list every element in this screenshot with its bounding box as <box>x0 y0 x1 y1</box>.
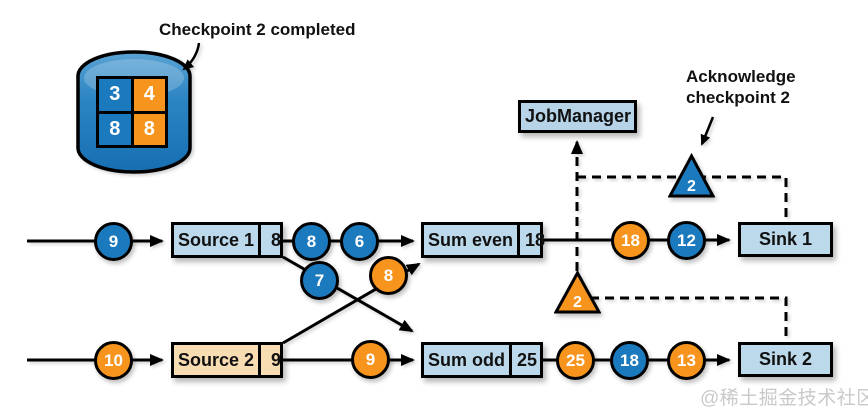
sum-even-box: Sum even 18 <box>421 222 545 258</box>
barrier-triangle-in-flight: 2 <box>554 270 601 315</box>
checkpoint-state-grid: 3 4 8 8 <box>96 76 168 148</box>
source2-label: Source 2 <box>178 349 255 370</box>
record-circle: 8 <box>369 256 408 295</box>
watermark-text: @稀土掘金技术社区 <box>700 388 868 409</box>
triangle-icon <box>668 152 715 198</box>
sum-odd-label: Sum odd <box>428 349 505 370</box>
arrow-acknowledge-label <box>700 116 715 146</box>
source2-box: Source 2 9 <box>171 342 283 378</box>
record-circle: 9 <box>94 222 133 261</box>
record-circle: 8 <box>292 222 331 261</box>
sum-even-label: Sum even <box>428 229 514 250</box>
record-circle: 18 <box>610 341 649 380</box>
state-cell: 8 <box>99 113 131 145</box>
sum-even-state: 18 <box>517 225 550 255</box>
sum-odd-box: Sum odd 25 <box>421 342 543 378</box>
arrow-checkpoint-label <box>182 42 201 71</box>
record-circle: 25 <box>556 341 595 380</box>
checkpoint-completed-label: Checkpoint 2 completed <box>159 20 356 39</box>
record-circle: 6 <box>340 222 379 261</box>
source2-state: 9 <box>258 345 291 375</box>
barrier-triangle-acknowledged: 2 <box>668 152 715 199</box>
record-circle: 13 <box>667 341 706 380</box>
triangle-icon <box>554 270 601 314</box>
state-cell: 4 <box>133 79 165 111</box>
record-circle: 7 <box>300 261 339 300</box>
sink1-label: Sink 1 <box>758 229 813 249</box>
record-circle: 9 <box>351 340 390 379</box>
state-cell: 3 <box>99 79 131 111</box>
acknowledge-label-line2: checkpoint 2 <box>686 88 790 107</box>
acknowledge-label: Acknowledge checkpoint 2 <box>686 66 796 108</box>
acknowledge-label-line1: Acknowledge <box>686 67 796 86</box>
source1-label: Source 1 <box>178 229 255 250</box>
record-circle: 10 <box>94 341 133 380</box>
record-circle: 12 <box>667 221 706 260</box>
checkpoint-dashed-lines <box>571 140 788 341</box>
barrier-number: 2 <box>573 294 582 311</box>
annotation-arrows <box>182 42 715 146</box>
sink1-box: Sink 1 <box>738 222 833 257</box>
state-cell: 8 <box>133 113 165 145</box>
sink2-label: Sink 2 <box>758 349 813 369</box>
jobmanager-label: JobManager <box>525 106 632 126</box>
record-circle: 18 <box>611 221 650 260</box>
sum-odd-state: 25 <box>509 345 542 375</box>
source1-box: Source 1 8 <box>171 222 283 258</box>
dashed-barrier-to-sink2 <box>590 296 788 341</box>
sink2-box: Sink 2 <box>738 342 833 377</box>
source1-state: 8 <box>258 225 291 255</box>
barrier-number: 2 <box>687 178 696 195</box>
jobmanager-box: JobManager <box>518 100 637 133</box>
